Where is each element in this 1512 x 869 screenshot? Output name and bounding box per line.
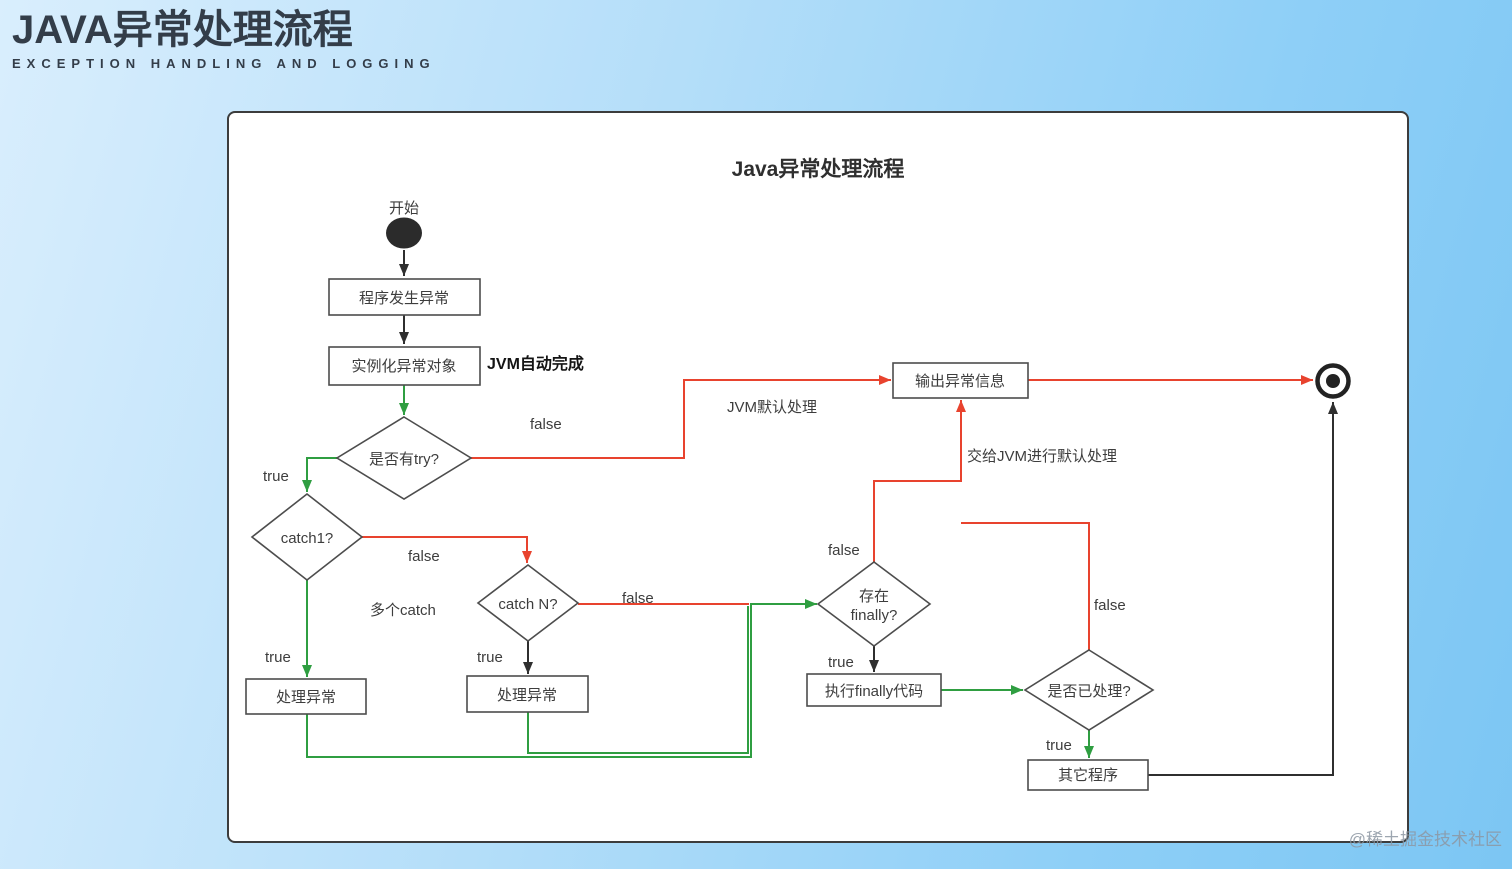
label-catchn-true: true [477, 649, 503, 666]
label-catch1-false: false [408, 548, 440, 565]
decision-has-finally-label1: 存在 [859, 588, 889, 605]
edge-handle1-to-finally [306, 599, 817, 758]
edge-ishandled-false-to-trunk [961, 522, 1090, 650]
node-handle-exception-2 [466, 675, 589, 713]
node-other-program-label: 其它程序 [1058, 766, 1118, 784]
decision-is-handled [1023, 649, 1155, 731]
label-hastry-false: false [530, 416, 562, 433]
label-jvm-default-handling: JVM默认处理 [727, 399, 817, 416]
label-ishandled-false: false [1094, 597, 1126, 614]
node-output-exception-info [892, 362, 1029, 399]
label-ishandled-true: true [1046, 737, 1072, 754]
diagram-panel [227, 111, 1409, 843]
node-output-exception-info-label: 输出异常信息 [915, 373, 1005, 390]
edge-other-to-end [1148, 402, 1338, 776]
label-hand-to-jvm: 交给JVM进行默认处理 [967, 447, 1117, 465]
node-handle-exception-1 [245, 678, 367, 715]
end-node-dot [1326, 374, 1340, 388]
label-catchn-false: false [622, 590, 654, 607]
diagram-title: Java异常处理流程 [732, 157, 905, 181]
edge-finally-false-to-output [873, 400, 966, 562]
node-other-program [1027, 759, 1149, 791]
watermark: @稀土掘金技术社区 [1348, 830, 1502, 849]
label-jvm-auto-complete: JVM自动完成 [487, 354, 584, 373]
edge-hastry-true-to-catch1 [302, 457, 337, 492]
start-label: 开始 [389, 200, 419, 217]
label-multiple-catch: 多个catch [370, 602, 436, 619]
page-subtitle: EXCEPTION HANDLING AND LOGGING [12, 56, 436, 71]
decision-catch-n-label: catch N? [498, 596, 557, 613]
decision-has-try [335, 416, 473, 500]
decision-catch1 [250, 492, 364, 582]
page-title: JAVA异常处理流程 [12, 8, 353, 52]
decision-is-handled-label: 是否已处理? [1047, 683, 1130, 700]
node-instantiate-exception-label: 实例化异常对象 [351, 358, 456, 375]
label-finally-true: true [828, 654, 854, 671]
node-exec-finally-label: 执行finally代码 [825, 683, 923, 700]
node-handle-exception-2-label: 处理异常 [497, 687, 557, 704]
node-program-exception [328, 278, 481, 316]
page-header: JAVA异常处理流程 EXCEPTION HANDLING AND LOGGIN… [12, 8, 436, 71]
edge-catch1-false-to-catchn [362, 536, 532, 563]
node-program-exception-label: 程序发生异常 [359, 290, 449, 307]
decision-catch1-label: catch1? [281, 530, 334, 547]
start-node [386, 217, 422, 249]
label-hastry-true: true [263, 468, 289, 485]
edge-handle2-to-junction [527, 606, 749, 754]
decision-has-finally-label2: finally? [851, 607, 898, 624]
node-instantiate-exception [328, 346, 481, 386]
label-finally-false: false [828, 542, 860, 559]
decision-has-try-label: 是否有try? [369, 451, 439, 468]
node-exec-finally [806, 673, 942, 707]
label-catch1-true: true [265, 649, 291, 666]
decision-catch-n [476, 563, 580, 643]
node-handle-exception-1-label: 处理异常 [276, 689, 336, 706]
edge-hastry-false-to-output [471, 375, 891, 459]
decision-has-finally [816, 561, 932, 647]
